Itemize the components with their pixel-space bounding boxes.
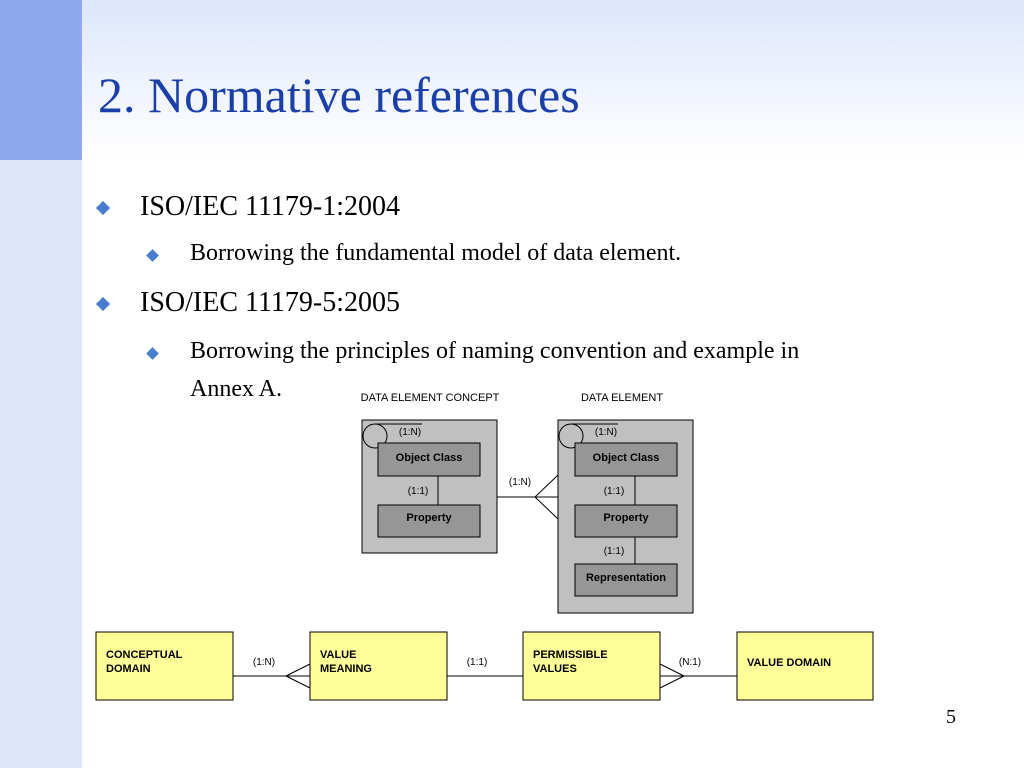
value-domain-label: VALUE DOMAIN <box>747 657 831 669</box>
bullet-iso-11179-1: ISO/IEC 11179-1:2004 <box>140 191 401 222</box>
value-meaning-label-line1: VALUE <box>320 649 356 661</box>
de-property-box <box>574 504 678 538</box>
permissible-values-label-line1: PERMISSIBLE <box>533 649 608 661</box>
cd-vm-rel-label: (1:N) <box>253 657 275 668</box>
de-property-label: Property <box>603 512 649 524</box>
dec-oc-prop-rel-label: (1:1) <box>408 486 429 497</box>
de-object-class-label: Object Class <box>593 452 660 464</box>
title-band <box>82 0 1024 160</box>
left-decor-bar-accent <box>0 0 82 160</box>
dec-group-label: DATA ELEMENT CONCEPT <box>361 392 500 404</box>
pv-vd-rel-label: (N:1) <box>679 657 701 668</box>
page-number: 5 <box>946 706 956 728</box>
vm-pv-rel-label: (1:1) <box>467 657 488 668</box>
conceptual-domain-box <box>95 631 234 701</box>
de-oc-prop-rel-label: (1:1) <box>604 486 625 497</box>
bullet-iso-11179-5: ISO/IEC 11179-5:2005 <box>140 287 401 318</box>
sub-bullet-fundamental-model: Borrowing the fundamental model of data … <box>190 240 682 266</box>
sub-bullet-annex-a: Annex A. <box>190 376 282 402</box>
sub-bullet-naming-convention: Borrowing the principles of naming conve… <box>190 338 800 364</box>
dec-de-rel-label: (1:N) <box>509 477 531 488</box>
dec-property-box <box>377 504 481 538</box>
dec-self-rel-label: (1:N) <box>399 427 421 438</box>
de-representation-label: Representation <box>586 572 666 584</box>
permissible-values-box <box>522 631 661 701</box>
permissible-values-label-line2: VALUES <box>533 663 577 675</box>
de-prop-rep-rel-label: (1:1) <box>604 546 625 557</box>
dec-property-label: Property <box>406 512 452 524</box>
de-self-rel-label: (1:N) <box>595 427 617 438</box>
dec-object-class-box <box>377 442 481 477</box>
dec-object-class-label: Object Class <box>396 452 463 464</box>
value-meaning-label-line2: MEANING <box>320 663 372 675</box>
value-domain-box <box>736 631 874 701</box>
conceptual-domain-label-line2: DOMAIN <box>106 663 151 675</box>
conceptual-domain-label-line1: CONCEPTUAL <box>106 649 183 661</box>
de-group-label: DATA ELEMENT <box>581 392 663 404</box>
slide-title: 2. Normative references <box>98 67 580 123</box>
de-representation-box <box>574 563 678 597</box>
value-meaning-box <box>309 631 448 701</box>
de-object-class-box <box>574 442 678 477</box>
